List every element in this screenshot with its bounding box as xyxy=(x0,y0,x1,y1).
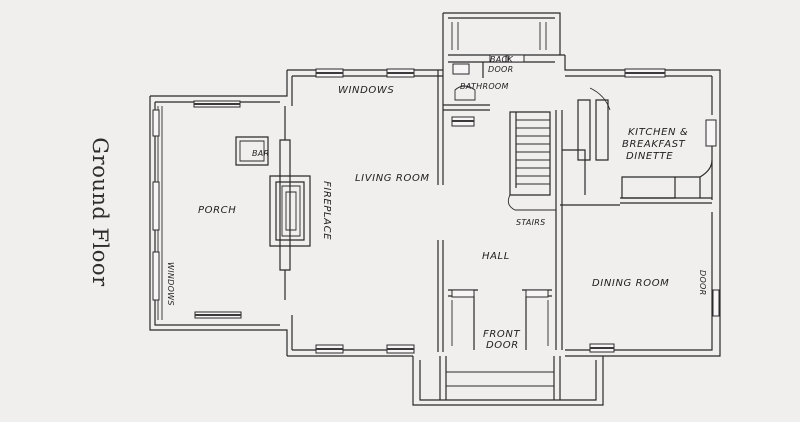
porch-window-top-frame xyxy=(194,103,240,105)
label-living-room: LIVING ROOM xyxy=(355,173,430,184)
porch-window-side-1 xyxy=(152,109,160,137)
hall-closet-right xyxy=(525,289,549,298)
label-dining-room: DINING ROOM xyxy=(592,278,669,289)
main-walls xyxy=(287,13,444,357)
label-back-door-2: DOOR xyxy=(488,65,514,74)
kitchen-window-side xyxy=(705,119,717,147)
hall-closet-left xyxy=(451,289,475,298)
label-kitchen-1: KITCHEN & xyxy=(628,127,688,138)
label-kitchen-2: BREAKFAST xyxy=(622,139,686,150)
living-window-bottom-2-frame xyxy=(387,348,414,350)
bathroom-tub xyxy=(454,85,476,101)
label-windows-side: WINDOWS xyxy=(166,262,175,306)
dining-window-bottom-frame xyxy=(590,347,614,349)
label-porch: PORCH xyxy=(198,205,236,216)
label-back-door-1: BACK xyxy=(490,55,513,64)
label-front-door-2: DOOR xyxy=(486,340,519,351)
label-windows-top: WINDOWS xyxy=(338,85,394,96)
back-entry-walls xyxy=(443,12,565,111)
kitchen-window-top-frame xyxy=(625,72,665,74)
bar-counter xyxy=(235,136,269,166)
dining-window-side xyxy=(712,289,720,317)
bathroom-fixture-1 xyxy=(452,63,470,75)
living-window-top-1-frame xyxy=(316,72,343,74)
label-bar: BAR xyxy=(252,149,269,158)
bathroom-window-frame xyxy=(452,120,474,122)
label-fireplace: FIREPLACE xyxy=(321,181,332,240)
porch-window-side-3 xyxy=(152,251,160,301)
kitchen-counter xyxy=(620,159,713,204)
label-front-door-1: FRONT xyxy=(483,329,520,340)
front-steps xyxy=(412,356,604,406)
label-hall: HALL xyxy=(482,251,510,262)
living-window-bottom-1-frame xyxy=(316,348,343,350)
porch-window-bottom-frame xyxy=(195,314,241,316)
porch-window-side-2 xyxy=(152,181,160,231)
fireplace-chimney xyxy=(269,106,311,300)
label-door: DOOR xyxy=(698,270,707,296)
label-stairs: STAIRS xyxy=(516,218,546,227)
back-door-step-1 xyxy=(489,54,507,63)
label-bathroom: BATHROOM xyxy=(460,82,509,91)
label-kitchen-3: DINETTE xyxy=(626,151,673,162)
plan-title: Ground Floor xyxy=(88,137,112,287)
living-window-top-2-frame xyxy=(387,72,414,74)
staircase xyxy=(507,110,586,211)
back-door-step-2 xyxy=(507,54,525,63)
